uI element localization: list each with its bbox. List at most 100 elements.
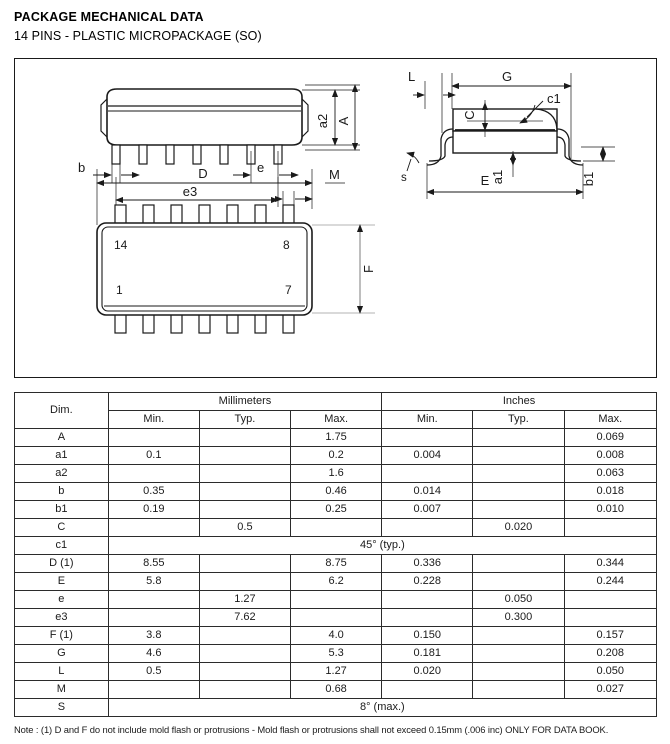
pin-number-1: 1 [116,283,123,297]
page-subtitle: 14 PINS - PLASTIC MICROPACKAGE (SO) [14,29,262,43]
cell-in-typ [472,662,565,681]
cell-in-min: 0.150 [381,626,474,645]
page-title: PACKAGE MECHANICAL DATA [14,10,204,24]
front-view: b e e3 a2 A [78,84,360,207]
cell-in-typ: 0.300 [472,608,565,627]
cell-mm-min: 0.19 [107,500,200,519]
side-label-b1: b1 [581,172,596,186]
cell-mm-typ [198,482,292,501]
cell-in-typ [472,626,565,645]
cell-mm-max: 0.2 [290,446,383,465]
cell-mm-max: 1.27 [290,662,383,681]
cell-mm-max: 8.75 [290,554,383,573]
row-header-dim: G [14,644,109,663]
cell-mm-max [290,608,383,627]
cell-mm-min: 4.6 [107,644,200,663]
cell-in-min: 0.004 [381,446,474,465]
cell-mm-min [107,518,200,537]
row-header-dim: e [14,590,109,609]
cell-in-max [563,590,657,609]
row-header-dim: D (1) [14,554,109,573]
cell-span-value: 8° (max.) [107,698,658,717]
cell-in-max: 0.244 [563,572,657,591]
cell-mm-max: 6.2 [290,572,383,591]
row-header-dim: L [14,662,109,681]
cell-in-max: 0.069 [563,428,657,447]
column-header-in-max: Max. [563,410,657,429]
cell-in-typ [472,500,565,519]
cell-in-max: 0.157 [563,626,657,645]
row-header-dim: a2 [14,464,109,483]
row-header-dim: b1 [14,500,109,519]
cell-mm-typ: 0.5 [198,518,292,537]
column-header-in-min: Min. [381,410,474,429]
row-header-dim: S [14,698,109,717]
row-header-dim: b [14,482,109,501]
cell-mm-max [290,518,383,537]
cell-mm-typ [198,464,292,483]
cell-in-min: 0.020 [381,662,474,681]
cell-in-max: 0.008 [563,446,657,465]
cell-mm-max [290,590,383,609]
cell-in-min [381,518,474,537]
cell-in-max: 0.050 [563,662,657,681]
cell-in-max: 0.010 [563,500,657,519]
cell-in-typ [472,572,565,591]
cell-in-typ [472,428,565,447]
side-label-E: E [481,173,490,188]
drawing-panel: b e e3 a2 A [14,58,657,378]
cell-mm-typ: 1.27 [198,590,292,609]
cell-mm-max: 5.3 [290,644,383,663]
side-label-c1: c1 [547,91,561,106]
cell-in-min [381,608,474,627]
cell-in-typ: 0.020 [472,518,565,537]
cell-in-min [381,590,474,609]
cell-in-min: 0.181 [381,644,474,663]
cell-in-min: 0.228 [381,572,474,591]
cell-mm-min: 0.5 [107,662,200,681]
cell-mm-min: 8.55 [107,554,200,573]
side-label-s: s [401,172,407,184]
side-view: L G C c1 s [401,69,615,199]
cell-in-max: 0.208 [563,644,657,663]
cell-in-min [381,680,474,699]
cell-mm-typ [198,554,292,573]
cell-mm-max: 0.25 [290,500,383,519]
plan-view: 14 8 1 7 D M F [96,166,376,334]
column-header-mm-max: Max. [290,410,383,429]
cell-in-typ [472,554,565,573]
row-header-dim: c1 [14,536,109,555]
table-header-units: Dim. Millimeters Inches [14,392,657,429]
cell-span-value: 45° (typ.) [107,536,658,555]
cell-in-max [563,608,657,627]
side-label-L: L [408,69,415,84]
table-note: Note : (1) D and F do not include mold f… [14,724,609,735]
row-header-dim: A [14,428,109,447]
cell-in-min: 0.014 [381,482,474,501]
column-header-mm-typ: Typ. [198,410,292,429]
cell-in-typ [472,464,565,483]
row-header-dim: a1 [14,446,109,465]
cell-in-typ [472,482,565,501]
front-label-A: A [336,116,351,125]
cell-mm-min [107,680,200,699]
cell-mm-typ [198,572,292,591]
cell-mm-typ [198,662,292,681]
cell-in-min: 0.336 [381,554,474,573]
front-label-e3: e3 [183,184,197,199]
cell-mm-min [107,590,200,609]
cell-in-typ [472,644,565,663]
